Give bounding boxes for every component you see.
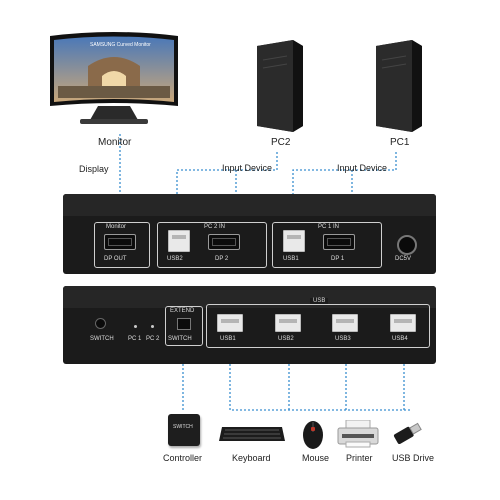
dp2-port[interactable]	[208, 234, 240, 250]
dc-power-jack[interactable]	[397, 235, 417, 255]
rear-pc1-section	[272, 222, 382, 268]
pc1-tower-icon	[372, 38, 424, 132]
front-pc2-label: PC 2	[146, 336, 160, 342]
rear-usb2-port[interactable]	[168, 230, 190, 252]
dp1-label: DP 1	[331, 256, 345, 262]
front-usb3-port[interactable]	[332, 314, 358, 332]
pc2-in-label: PC 2 IN	[204, 224, 226, 230]
front-usb1-label: USB1	[220, 336, 236, 342]
monitor-label: Monitor	[98, 137, 132, 148]
controller-icon: SWITCH	[168, 414, 200, 446]
keyboard-icon	[219, 425, 285, 443]
front-switch-label: SWITCH	[90, 336, 114, 342]
rear-usb1-label: USB1	[283, 256, 299, 262]
switch-button[interactable]	[95, 318, 106, 329]
kvm-front-panel	[63, 286, 436, 364]
front-usb3-label: USB3	[335, 336, 351, 342]
input-device-label-left: Input Device	[222, 163, 273, 173]
line-pc1-usb	[292, 152, 397, 216]
line-usb-bus	[229, 340, 410, 411]
mouse-label: Mouse	[302, 453, 330, 463]
dp1-port[interactable]	[323, 234, 355, 250]
monitor-screen-brand: SAMSUNG Curved Monitor	[90, 42, 151, 48]
extend-switch-port[interactable]	[177, 318, 191, 330]
usb-hub-section	[206, 304, 430, 348]
pc1-led	[134, 325, 137, 328]
pc2-tower-icon	[253, 38, 305, 132]
front-usb2-port[interactable]	[275, 314, 301, 332]
controller-label: Controller	[163, 453, 203, 463]
usb-hub-label: USB	[310, 298, 329, 304]
input-device-label-right: Input Device	[337, 163, 388, 173]
keyboard-label: Keyboard	[232, 453, 271, 463]
front-usb1-port[interactable]	[217, 314, 243, 332]
pc2-label: PC2	[271, 137, 291, 148]
dc5v-label: DC5V	[395, 256, 412, 262]
dp-out-label: DP OUT	[104, 256, 127, 262]
front-pc1-label: PC 1	[128, 336, 142, 342]
dp2-label: DP 2	[215, 256, 229, 262]
monitor-icon: SAMSUNG Curved Monitor	[28, 28, 198, 128]
usb-drive-label: USB Drive	[392, 453, 435, 463]
dp-out-port[interactable]	[104, 234, 136, 250]
pc1-label: PC1	[390, 137, 410, 148]
rear-monitor-label: Monitor	[106, 224, 127, 230]
extend-switch-label: SWITCH	[168, 336, 192, 342]
line-pc2-usb	[176, 152, 278, 216]
front-usb4-port[interactable]	[390, 314, 416, 332]
rear-monitor-section	[94, 222, 150, 268]
mouse-icon	[302, 420, 324, 450]
pc1-in-label: PC 1 IN	[318, 224, 340, 230]
rear-usb2-label: USB2	[167, 256, 183, 262]
front-usb4-label: USB4	[392, 336, 408, 342]
front-usb2-label: USB2	[278, 336, 294, 342]
rear-usb1-port[interactable]	[283, 230, 305, 252]
rear-pc2-section	[157, 222, 267, 268]
pc2-led	[151, 325, 154, 328]
extend-section	[165, 306, 203, 346]
usb-drive-icon	[390, 421, 424, 445]
printer-icon	[336, 419, 380, 448]
controller-tag: SWITCH	[173, 424, 193, 430]
display-label: Display	[79, 164, 109, 174]
printer-label: Printer	[346, 453, 373, 463]
extend-label: EXTEND	[170, 308, 195, 314]
